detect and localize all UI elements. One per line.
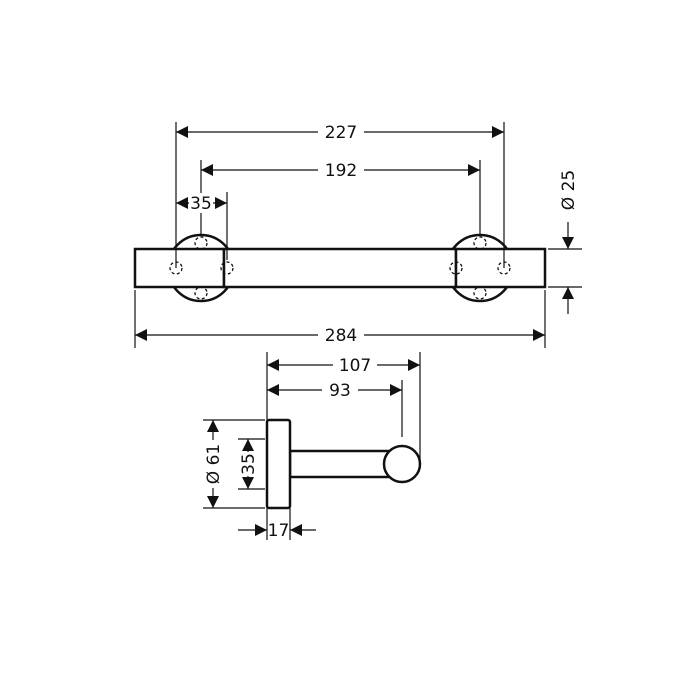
dim-label: 227 [325,123,357,143]
bar-side [288,449,392,479]
dim-192: 192 [201,158,480,182]
dim-227: 227 [176,120,504,144]
dim-17: 17 [238,521,316,541]
dim-107: 107 [267,354,420,376]
dim-label: 284 [325,326,357,346]
dim-diameter-61: Ø 61 [203,420,224,508]
dim-label: 93 [329,381,351,401]
dim-label: 107 [339,356,371,376]
left-bar-end [133,247,226,289]
right-bar-end [454,247,547,289]
dim-label: Ø 25 [559,170,579,210]
dim-diameter-25: Ø 25 [559,170,579,314]
dim-label: 35 [239,453,259,475]
bar-end-section [382,444,422,484]
mounting-holes [169,236,511,300]
bar-middle [222,247,458,289]
dim-label: Ø 61 [204,444,224,484]
side-view: 107 93 Ø 61 35 17 [203,352,422,541]
top-view: 227 192 35 284 Ø 25 [133,120,582,348]
rosette-side [265,418,292,510]
dim-284: 284 [135,323,545,347]
dim-label: 192 [325,161,357,181]
dim-35-side: 35 [239,439,259,489]
dim-label: 17 [268,521,290,541]
dim-35-top: 35 [176,193,227,214]
dim-93: 93 [267,379,402,401]
dim-label: 35 [190,194,212,214]
